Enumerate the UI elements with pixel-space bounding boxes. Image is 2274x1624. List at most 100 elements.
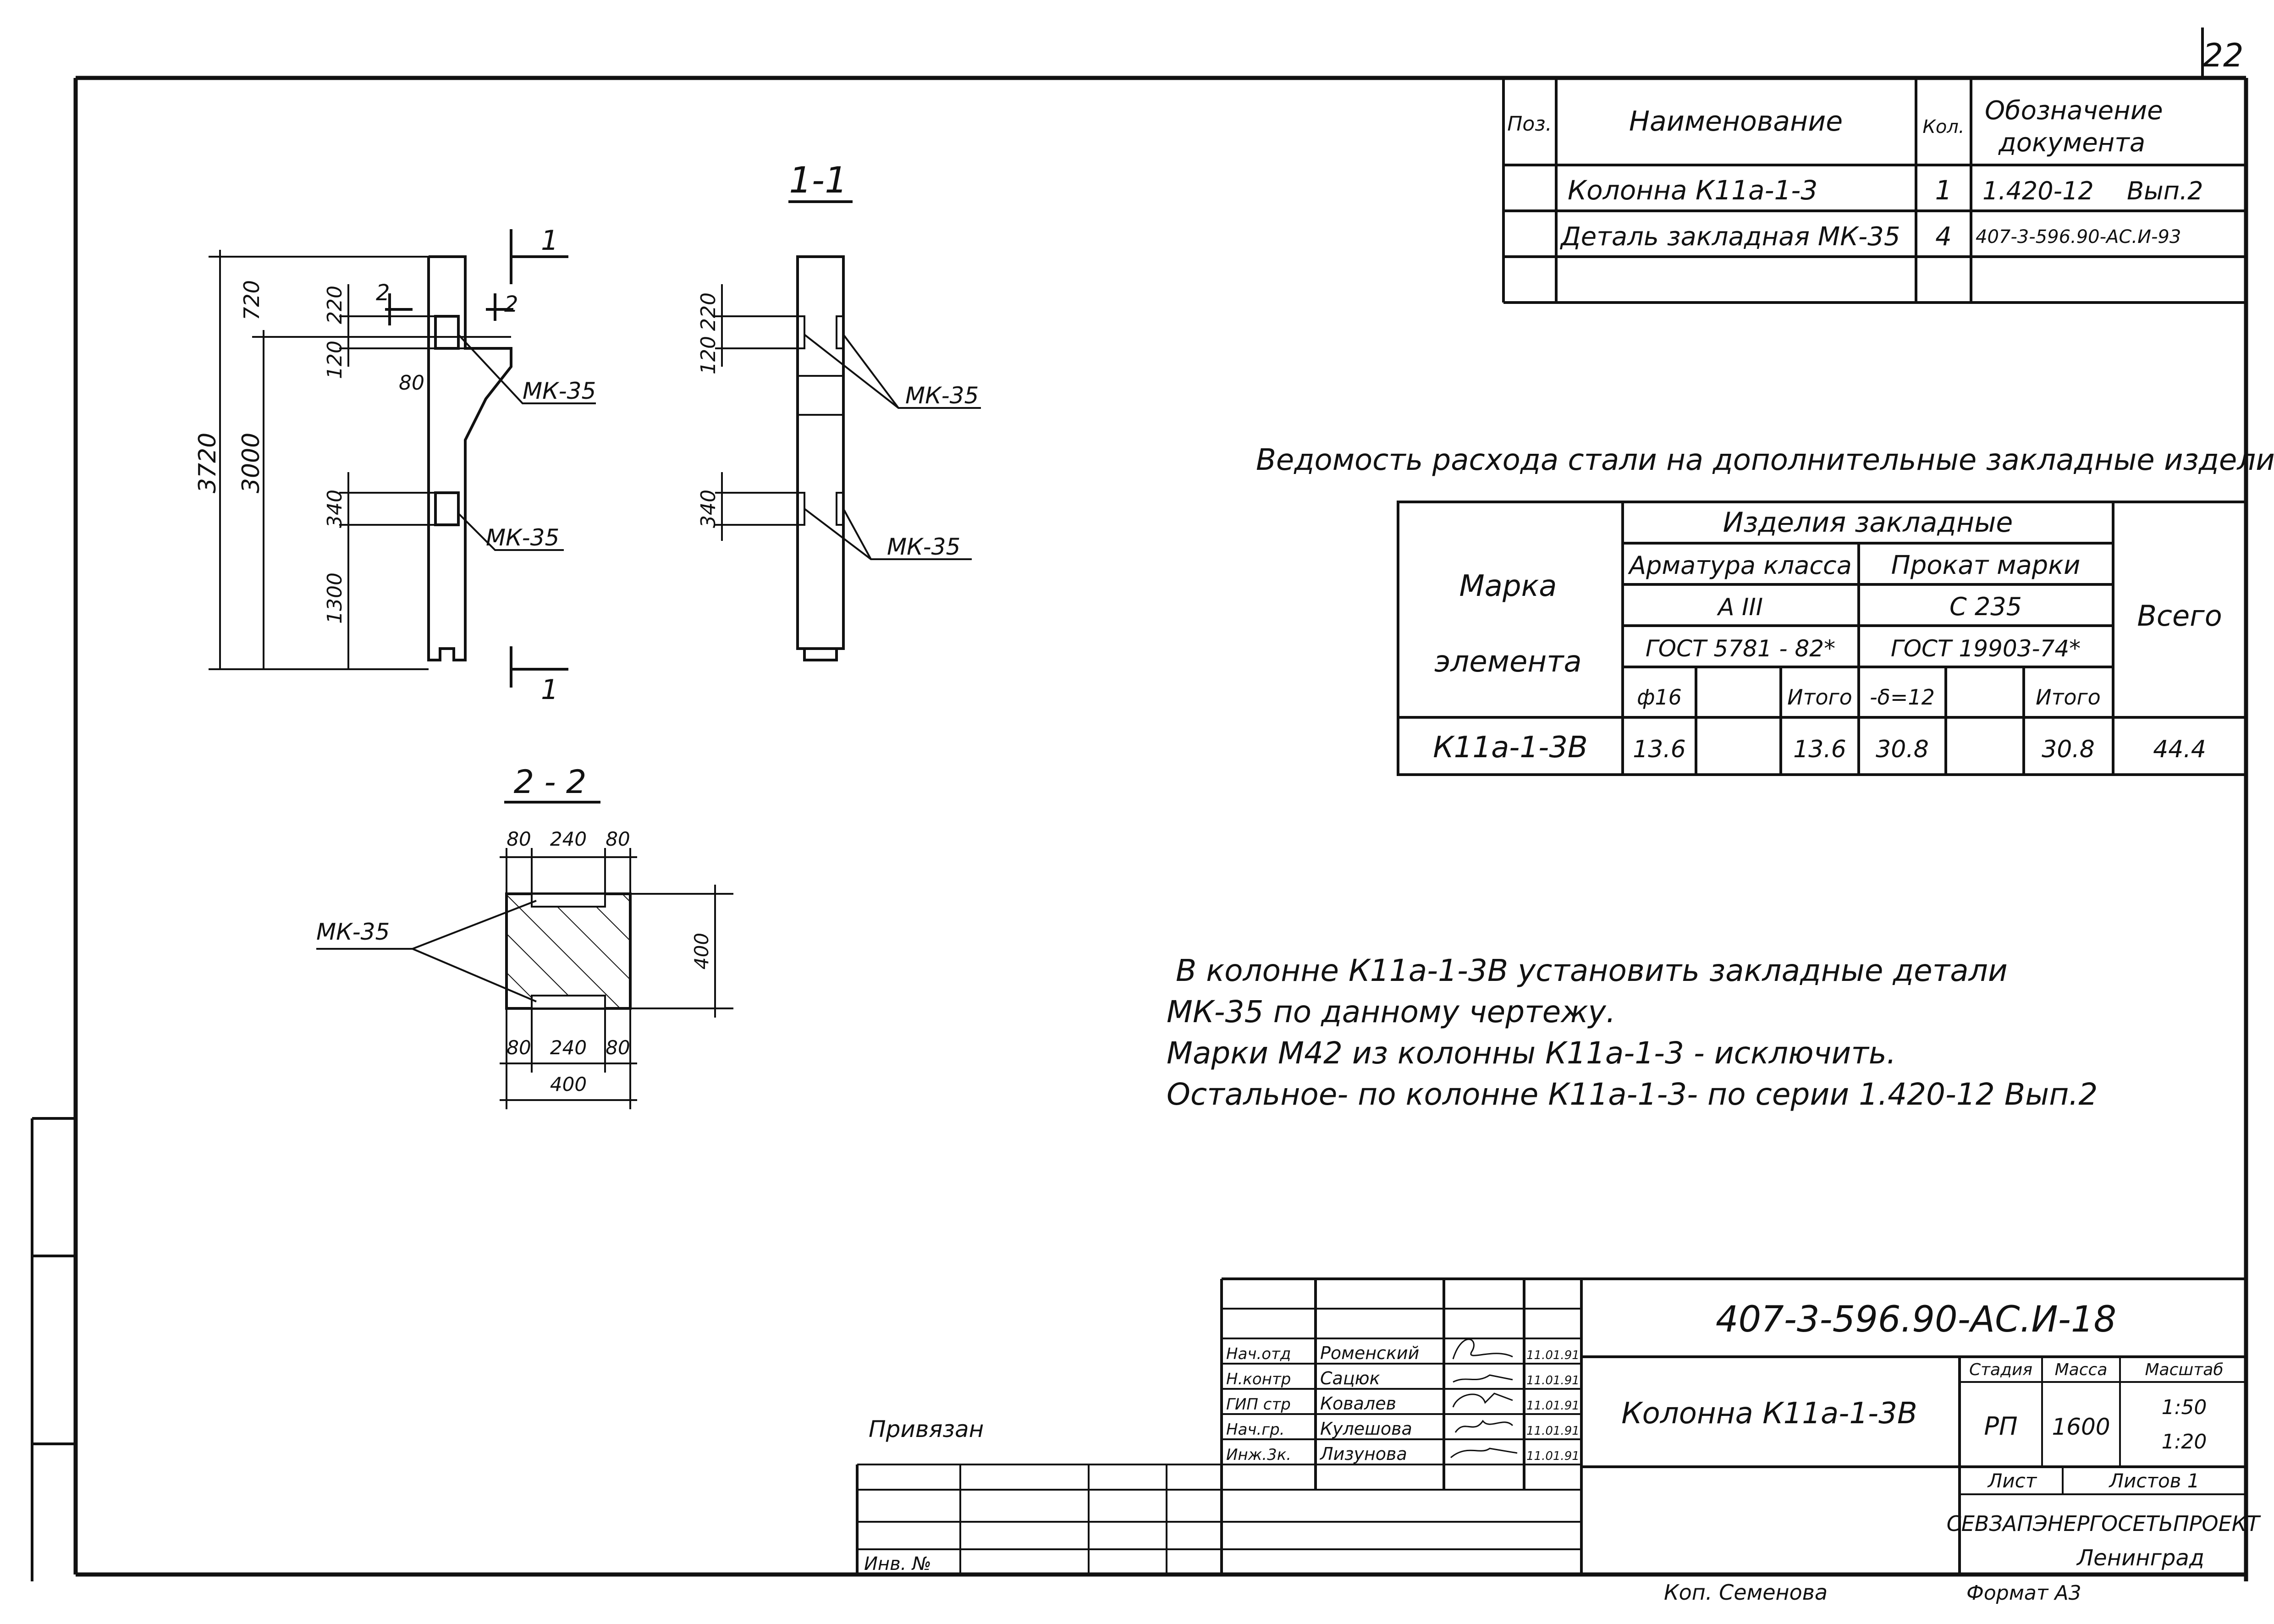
steel-table-title: Ведомость расхода стали на дополнительны… (1256, 443, 2274, 477)
sheet-frame (31, 28, 2248, 1581)
dim-720: 720 (239, 280, 264, 320)
copied-by: Коп. Семенова (1664, 1580, 1828, 1605)
sig-role-1: Нач.отд (1226, 1345, 1291, 1363)
sig-date-2: 11.01.91 (1526, 1374, 1580, 1387)
organization: СЕВЗАПЭНЕРГОСЕТЬПРОЕКТ (1947, 1511, 2262, 1536)
steel-itogo-1: Итого (1787, 685, 1852, 710)
sec-dim-340: 340 (697, 490, 720, 528)
scale-header: Масштаб (2145, 1360, 2223, 1379)
spec-table (1502, 78, 2246, 304)
label-mk35-sec-bottom: МК-35 (887, 534, 960, 560)
spec-row-2-qty: 4 (1935, 222, 1952, 252)
cut-mark-top: 1 (541, 225, 558, 257)
spec-row-2-doc: 407-3-596.90-АС.И-93 (1976, 226, 2181, 248)
stage-header: Стадия (1969, 1360, 2032, 1379)
steel-row-total: 44.4 (2153, 736, 2206, 763)
steel-row-itogo1: 13.6 (1793, 736, 1846, 763)
dim-80: 80 (399, 371, 424, 395)
dim-3720: 3720 (194, 433, 221, 493)
privyazan-label: Привязан (869, 1416, 984, 1442)
note-line-3: Марки М42 из колонны К11а-1-3 - исключит… (1167, 1035, 1896, 1071)
title-block (856, 1277, 2246, 1574)
inv-label: Инв. № (864, 1553, 931, 1574)
spec-row-1-qty: 1 (1935, 175, 1952, 206)
steel-row-phi16: 13.6 (1633, 736, 1686, 763)
steel-row-delta: 30.8 (1876, 736, 1929, 763)
spec-row-1-doc: 1.420-12 (1982, 176, 2094, 205)
city: Ленинград (2076, 1545, 2204, 1571)
dim-220: 220 (323, 286, 347, 324)
cut-mark-2-left: 2 (376, 280, 390, 306)
sig-role-5: Инж.3к. (1226, 1446, 1291, 1464)
sig-date-1: 11.01.91 (1526, 1349, 1580, 1362)
spec-header-pos: Поз. (1507, 112, 1552, 136)
scale-value-2: 1:20 (2162, 1430, 2207, 1453)
plan-dim-80-b: 80 (606, 828, 630, 850)
dim-120: 120 (323, 341, 347, 379)
sig-role-2: Н.контр (1226, 1370, 1291, 1388)
label-mk35-elev-top: МК-35 (523, 378, 596, 404)
note-line-4: Остальное- по колонне К11а-1-3- по серии… (1167, 1077, 2098, 1112)
steel-total-header: Всего (2137, 599, 2222, 633)
dim-3000: 3000 (237, 433, 265, 493)
note-line-1: В колонне К11а-1-3В установить закладные… (1176, 953, 2008, 988)
steel-row-mark: К11а-1-3В (1433, 731, 1588, 765)
steel-gost-2: ГОСТ 19903-74* (1891, 635, 2081, 662)
page-number: 22 (2202, 37, 2243, 74)
spec-row-1-name: Колонна К11а-1-3 (1568, 175, 1817, 206)
format-label: Формат А3 (1966, 1581, 2081, 1605)
steel-table (1397, 501, 2247, 776)
spec-row-2-name: Деталь закладная МК-35 (1559, 222, 1900, 252)
spec-header-doc-2: документа (1998, 128, 2145, 158)
stage-value: РП (1984, 1412, 2017, 1441)
spec-header-doc-1: Обозначение (1985, 96, 2163, 126)
sig-name-3: Ковалев (1320, 1393, 1396, 1414)
item-name: Колонна К11а-1-3В (1621, 1397, 1917, 1431)
steel-rolled-mark: Прокат марки (1891, 551, 2081, 580)
plan-dim-240-b: 240 (550, 1036, 587, 1059)
section-2-2-view (316, 801, 733, 1109)
sig-date-4: 11.01.91 (1526, 1424, 1580, 1438)
sig-name-2: Сацюк (1320, 1368, 1380, 1388)
label-mk35-sec-top: МК-35 (905, 382, 979, 409)
dim-1300: 1300 (323, 573, 347, 624)
steel-mark-2: элемента (1434, 645, 1581, 679)
sec-dim-220: 220 (697, 292, 720, 331)
sig-role-4: Нач.гр. (1226, 1420, 1285, 1439)
plan-dim-80-d: 80 (606, 1036, 630, 1059)
steel-gost-1: ГОСТ 5781 - 82* (1646, 635, 1835, 662)
label-mk35-elev-bottom: МК-35 (486, 524, 559, 551)
scale-value-1: 1:50 (2162, 1396, 2207, 1419)
steel-row-itogo2: 30.8 (2042, 736, 2095, 763)
section-2-2-title: 2 - 2 (514, 763, 587, 801)
sig-name-4: Кулешова (1320, 1419, 1412, 1439)
sec-dim-120: 120 (697, 336, 720, 374)
steel-mark-1: Марка (1459, 569, 1557, 603)
plan-dim-80-a: 80 (507, 828, 531, 850)
spec-header-qty: Кол. (1922, 116, 1964, 138)
drawing-code: 407-3-596.90-АС.И-18 (1716, 1299, 2116, 1340)
sig-name-5: Лизунова (1319, 1444, 1407, 1464)
plan-dim-240: 240 (550, 828, 587, 850)
label-mk35-plan: МК-35 (316, 919, 390, 945)
cut-mark-bottom: 1 (541, 674, 558, 706)
steel-itogo-2: Итого (2036, 685, 2101, 710)
sig-date-3: 11.01.91 (1526, 1399, 1580, 1413)
note-line-2: МК-35 по данному чертежу. (1167, 994, 1616, 1029)
steel-a3: А III (1717, 594, 1763, 621)
cut-mark-2-right: 2 (504, 292, 518, 317)
mass-value: 1600 (2052, 1414, 2110, 1440)
dim-340: 340 (323, 490, 347, 528)
sig-name-1: Роменский (1320, 1343, 1419, 1363)
steel-c235: С 235 (1949, 592, 2022, 621)
sig-role-3: ГИП стр (1226, 1395, 1291, 1414)
sheets-header: Листов 1 (2109, 1470, 2200, 1492)
sheet-header: Лист (1987, 1470, 2037, 1492)
steel-group: Изделия закладные (1723, 506, 2013, 539)
plan-dim-400-side: 400 (690, 933, 713, 969)
steel-phi16: ф16 (1637, 685, 1682, 710)
steel-delta: -δ=12 (1870, 685, 1935, 710)
sig-date-5: 11.01.91 (1526, 1449, 1580, 1463)
section-1-1-title: 1-1 (789, 160, 847, 201)
